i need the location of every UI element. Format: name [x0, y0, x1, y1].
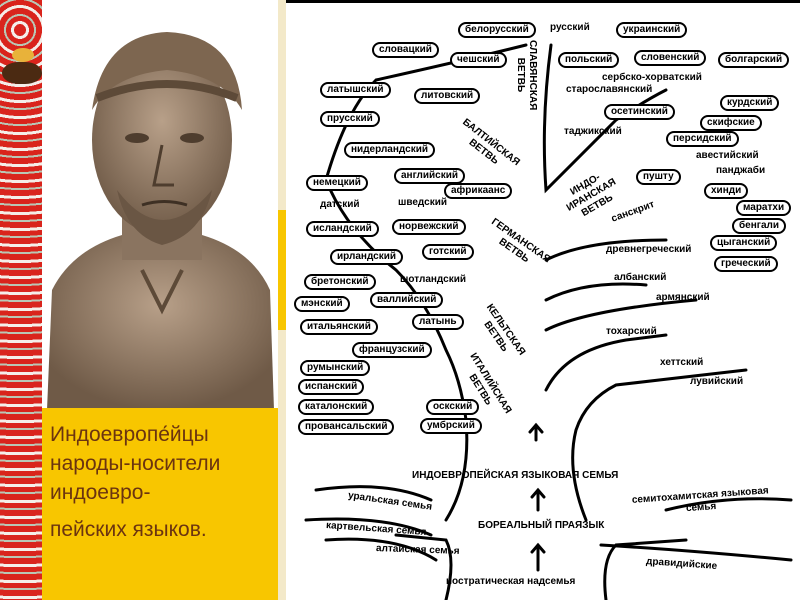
caption-line: народы-носители: [50, 452, 221, 475]
language-label: шотландский: [400, 274, 466, 285]
caption-line: Индоевропе́йцы: [50, 423, 209, 446]
language-tree-diagram: белорусский русский украинский словацкий чеш…: [286, 0, 800, 600]
language-label: прусский: [320, 111, 380, 127]
language-label: персидский: [666, 131, 739, 147]
language-label: цыганский: [710, 235, 778, 251]
branch-label: СЛАВЯНСКАЯ ВЕТВЬ: [515, 40, 538, 111]
language-label: испанский: [298, 379, 365, 395]
caption-text: Индоевропе́йцы народы-носители индоевро-…: [50, 420, 276, 544]
language-label: шведский: [398, 197, 447, 208]
language-label: нидерландский: [344, 142, 435, 158]
language-label: курдский: [720, 95, 780, 111]
language-label: литовский: [414, 88, 481, 104]
language-label: польский: [558, 52, 620, 68]
language-label: датский: [320, 199, 360, 210]
language-label: албанский: [614, 272, 667, 283]
language-label: провансальский: [298, 419, 395, 435]
language-label: скифские: [700, 115, 762, 131]
language-label: осетинский: [604, 104, 675, 120]
language-label: панджаби: [716, 165, 766, 176]
language-label: английский: [394, 168, 466, 184]
gold-ornament: [12, 48, 34, 62]
language-label: умбрский: [420, 418, 482, 434]
language-label: итальянский: [300, 319, 378, 335]
language-label: украинский: [616, 22, 688, 38]
family-label: ИНДОЕВРОПЕЙСКАЯ ЯЗЫКОВАЯ СЕМЬЯ: [412, 470, 619, 481]
celtic-ornament-border: [0, 0, 42, 600]
background-strip-yellow: [278, 210, 286, 330]
top-border-line: [286, 0, 800, 3]
language-label: французский: [352, 342, 432, 358]
language-label: древнегреческий: [606, 244, 692, 255]
language-label: маратхи: [736, 200, 792, 216]
language-label: словацкий: [372, 42, 439, 58]
caption-box: Индоевропе́йцы народы-носители индоевро-…: [42, 408, 278, 600]
language-label: таджикский: [564, 126, 622, 137]
language-label: пушту: [636, 169, 681, 185]
language-label: норвежский: [392, 219, 466, 235]
tree-trunk-outline: [304, 43, 793, 600]
language-label: африкаанс: [444, 183, 513, 199]
language-label: немецкий: [306, 175, 368, 191]
language-label: латынь: [412, 314, 464, 330]
language-label: греческий: [714, 256, 778, 272]
language-label: сербско-хорватский: [602, 72, 702, 83]
language-label: оскский: [426, 399, 480, 415]
language-label: лувийский: [690, 376, 744, 387]
language-label: бенгали: [732, 218, 787, 234]
language-label: латышский: [320, 82, 391, 98]
language-label: каталонский: [298, 399, 375, 415]
language-label: готский: [422, 244, 474, 260]
bowl-image: [2, 62, 42, 84]
language-label: мэнский: [294, 296, 350, 312]
language-label: хинди: [704, 183, 749, 199]
language-label: хеттский: [660, 357, 704, 368]
language-label: исландский: [306, 221, 379, 237]
language-label: старославянский: [566, 84, 653, 95]
language-label: румынский: [300, 360, 371, 376]
language-label: тохарский: [606, 326, 657, 337]
language-label: чешский: [450, 52, 507, 68]
language-label: армянский: [656, 292, 710, 303]
language-label: словенский: [634, 50, 707, 66]
language-label: белорусский: [458, 22, 536, 38]
family-label: БОРЕАЛЬНЫЙ ПРАЯЗЫК: [478, 520, 605, 531]
bust-sculpture-image: [47, 32, 274, 410]
language-label: бретонский: [304, 274, 376, 290]
family-label: ностратическая надсемья: [446, 576, 576, 587]
caption-line: индоевро-: [50, 481, 151, 504]
language-label: болгарский: [718, 52, 790, 68]
language-label: русский: [550, 22, 590, 33]
caption-line: пейских языков.: [50, 518, 207, 541]
language-label: авестийский: [696, 150, 759, 161]
language-label: валлийский: [370, 292, 444, 308]
language-label: ирландский: [330, 249, 404, 265]
